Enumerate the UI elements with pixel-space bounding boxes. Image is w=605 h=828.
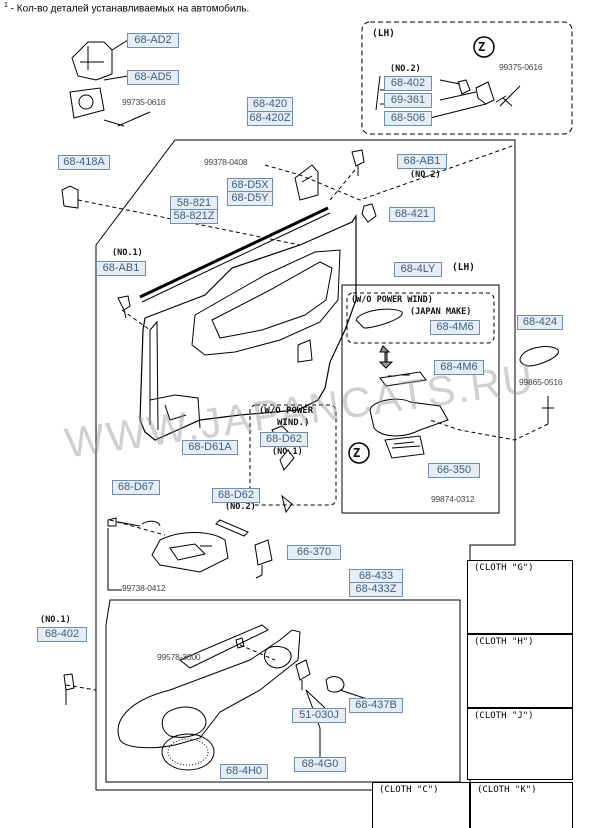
part-link-68-d62-lower[interactable]: 68-D62	[212, 488, 260, 503]
no1-label-d62: (NO.1)	[272, 447, 303, 457]
part-link-69-361[interactable]: 69-361	[384, 93, 432, 108]
part-link-68-506[interactable]: 68-506	[384, 111, 432, 126]
part-link-68-4m6-switch[interactable]: 68-4M6	[434, 360, 484, 375]
cloth-g-caption: (CLOTH "G")	[474, 563, 534, 573]
footnote-mark: 1	[4, 2, 8, 9]
part-link-51-030j[interactable]: 51-030J	[292, 708, 346, 723]
part-link-68-4h0[interactable]: 68-4H0	[220, 764, 268, 779]
wo-power-label-2a: (W/O POWER	[259, 406, 314, 416]
part-link-68-4m6-cover[interactable]: 68-4M6	[430, 320, 480, 335]
part-link-68-ad2[interactable]: 68-AD2	[127, 33, 179, 48]
part-link-68-420[interactable]: 68-420	[247, 97, 293, 112]
partno-99874-0312: 99874-0312	[431, 494, 475, 504]
part-link-68-418a[interactable]: 68-418A	[58, 155, 110, 170]
part-link-68-ab1-upper[interactable]: 68-AB1	[397, 154, 447, 169]
partno-99378-0408: 99378-0408	[204, 157, 248, 167]
part-link-68-d67[interactable]: 68-D67	[112, 480, 160, 495]
weatherstrip	[139, 206, 329, 299]
part-link-58-821[interactable]: 58-821	[170, 196, 218, 211]
bracket-shape	[294, 164, 319, 201]
wo-power-box-2	[249, 404, 337, 506]
armrest-panel	[117, 629, 301, 749]
partno-99375-0616: 99375-0616	[499, 62, 543, 72]
part-link-68-402-lower[interactable]: 68-402	[37, 627, 87, 642]
no2-label-ab1: (NO.2)	[410, 170, 441, 180]
lower-panel-frame	[105, 599, 461, 783]
part-link-68-437b[interactable]: 68-437B	[349, 698, 403, 713]
part-link-58-821z[interactable]: 58-821Z	[170, 209, 218, 224]
clip-ad2-shape	[71, 41, 113, 81]
part-link-68-d5y[interactable]: 68-D5Y	[227, 191, 273, 206]
footnote: 1 - Кол-во деталей устанавливаемых на ав…	[4, 2, 249, 14]
part-link-68-ab1-left[interactable]: 68-AB1	[96, 261, 146, 276]
switch-panel-shape	[369, 398, 449, 437]
part-link-68-433z[interactable]: 68-433Z	[349, 582, 403, 597]
switch-cover-shape	[355, 308, 403, 329]
cloth-j-caption: (CLOTH "J")	[474, 711, 534, 721]
partno-99735-0616: 99735-0616	[122, 97, 166, 107]
partno-99738-0412: 99738-0412	[122, 583, 166, 593]
lh-label: (LH)	[372, 28, 395, 39]
part-link-68-4ly[interactable]: 68-4LY	[394, 262, 442, 277]
part-link-68-402-lh[interactable]: 68-402	[384, 76, 432, 91]
cloth-g-box: (CLOTH "G")	[467, 560, 573, 634]
wo-power-box	[346, 292, 495, 344]
clip-418a-shape	[61, 185, 79, 209]
part-link-68-420z[interactable]: 68-420Z	[247, 111, 293, 126]
cloth-h-caption: (CLOTH "H")	[474, 637, 534, 647]
clip-ad5-shape	[69, 87, 105, 119]
part-link-68-ad5[interactable]: 68-AD5	[127, 70, 179, 85]
part-link-66-370[interactable]: 66-370	[287, 545, 341, 560]
no1-label-ab1: (NO.1)	[112, 248, 143, 258]
speaker-grille	[161, 733, 215, 771]
z-mark-top: Z	[478, 40, 486, 54]
part-link-68-4g0[interactable]: 68-4G0	[294, 757, 346, 772]
z-mark-bottom: Z	[353, 446, 361, 460]
footnote-text: - Кол-во деталей устанавливаемых на авто…	[7, 3, 250, 15]
door-trim-pocket	[191, 249, 341, 356]
cloth-h-box: (CLOTH "H")	[467, 634, 573, 708]
cloth-k-caption: (CLOTH "K")	[477, 785, 537, 795]
lh-label-4ly: (LH)	[452, 262, 475, 273]
cloth-j-box: (CLOTH "J")	[467, 708, 573, 780]
armrest-strip	[179, 624, 269, 669]
cloth-c-caption: (CLOTH "C")	[379, 785, 439, 795]
lh-box	[361, 21, 573, 135]
partno-99578-3000: 99578-3000	[157, 652, 201, 662]
cloth-k-box: (CLOTH "K")	[470, 782, 573, 828]
part-link-68-d62-upper[interactable]: 68-D62	[260, 432, 308, 447]
wo-power-label: (W/O POWER WIND)	[351, 295, 433, 305]
part-link-68-424[interactable]: 68-424	[517, 315, 563, 330]
part-link-68-d61a[interactable]: 68-D61A	[182, 440, 238, 455]
switch-box	[341, 284, 500, 514]
japan-make-label: (JAPAN MAKE)	[410, 307, 472, 317]
no2-label-d62: (NO.2)	[225, 502, 256, 512]
wo-power-label-2b: WIND.)	[277, 418, 310, 428]
handle-escutcheon	[151, 532, 229, 573]
no1-label-402: (NO.1)	[40, 615, 71, 625]
no2-label-box: (NO.2)	[390, 64, 421, 74]
partno-99865-0516: 99865-0516	[519, 377, 563, 387]
part-link-68-433[interactable]: 68-433	[349, 569, 403, 584]
cloth-c-box: (CLOTH "C")	[372, 782, 470, 828]
part-link-68-421[interactable]: 68-421	[389, 207, 435, 222]
part-link-66-350[interactable]: 66-350	[428, 463, 480, 478]
